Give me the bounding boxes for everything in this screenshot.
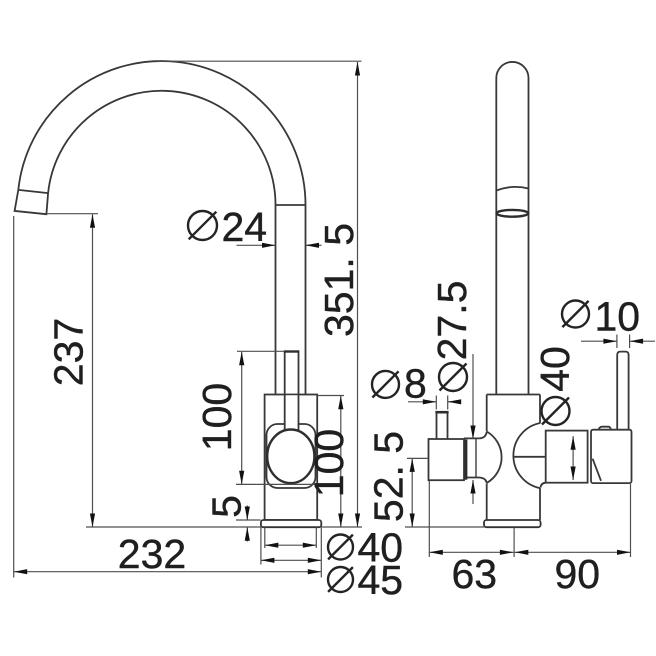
svg-text:45: 45 [358, 557, 404, 603]
svg-text:40: 40 [532, 346, 578, 392]
svg-text:27.5: 27.5 [429, 281, 475, 361]
svg-text:40: 40 [358, 525, 404, 571]
svg-text:63: 63 [451, 551, 497, 597]
svg-text:351. 5: 351. 5 [316, 223, 362, 337]
svg-text:5: 5 [203, 495, 249, 518]
svg-text:100: 100 [194, 383, 240, 451]
svg-text:232: 232 [118, 531, 186, 577]
svg-text:8: 8 [404, 361, 427, 407]
svg-text:10: 10 [595, 294, 641, 340]
svg-text:24: 24 [222, 204, 268, 250]
svg-text:90: 90 [554, 551, 600, 597]
svg-text:100: 100 [306, 429, 352, 497]
svg-text:52. 5: 52. 5 [366, 431, 412, 522]
svg-text:237: 237 [46, 318, 92, 386]
